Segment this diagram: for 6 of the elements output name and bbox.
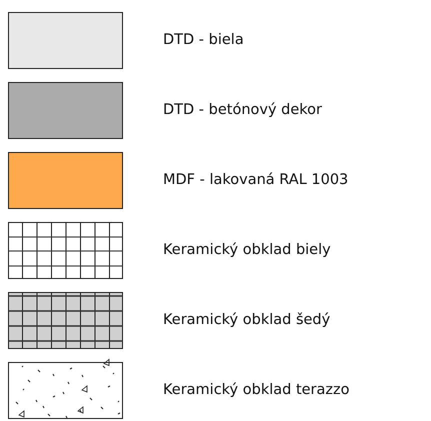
legend-label: Keramický obklad šedý (163, 311, 330, 329)
legend-label: Keramický obklad biely (163, 241, 331, 259)
legend-label: DTD - biela (163, 31, 244, 49)
legend-label: MDF - lakovaná RAL 1003 (163, 171, 348, 189)
legend-label: DTD - betónový dekor (163, 101, 322, 119)
legend-label: Keramický obklad terazzo (163, 381, 350, 399)
